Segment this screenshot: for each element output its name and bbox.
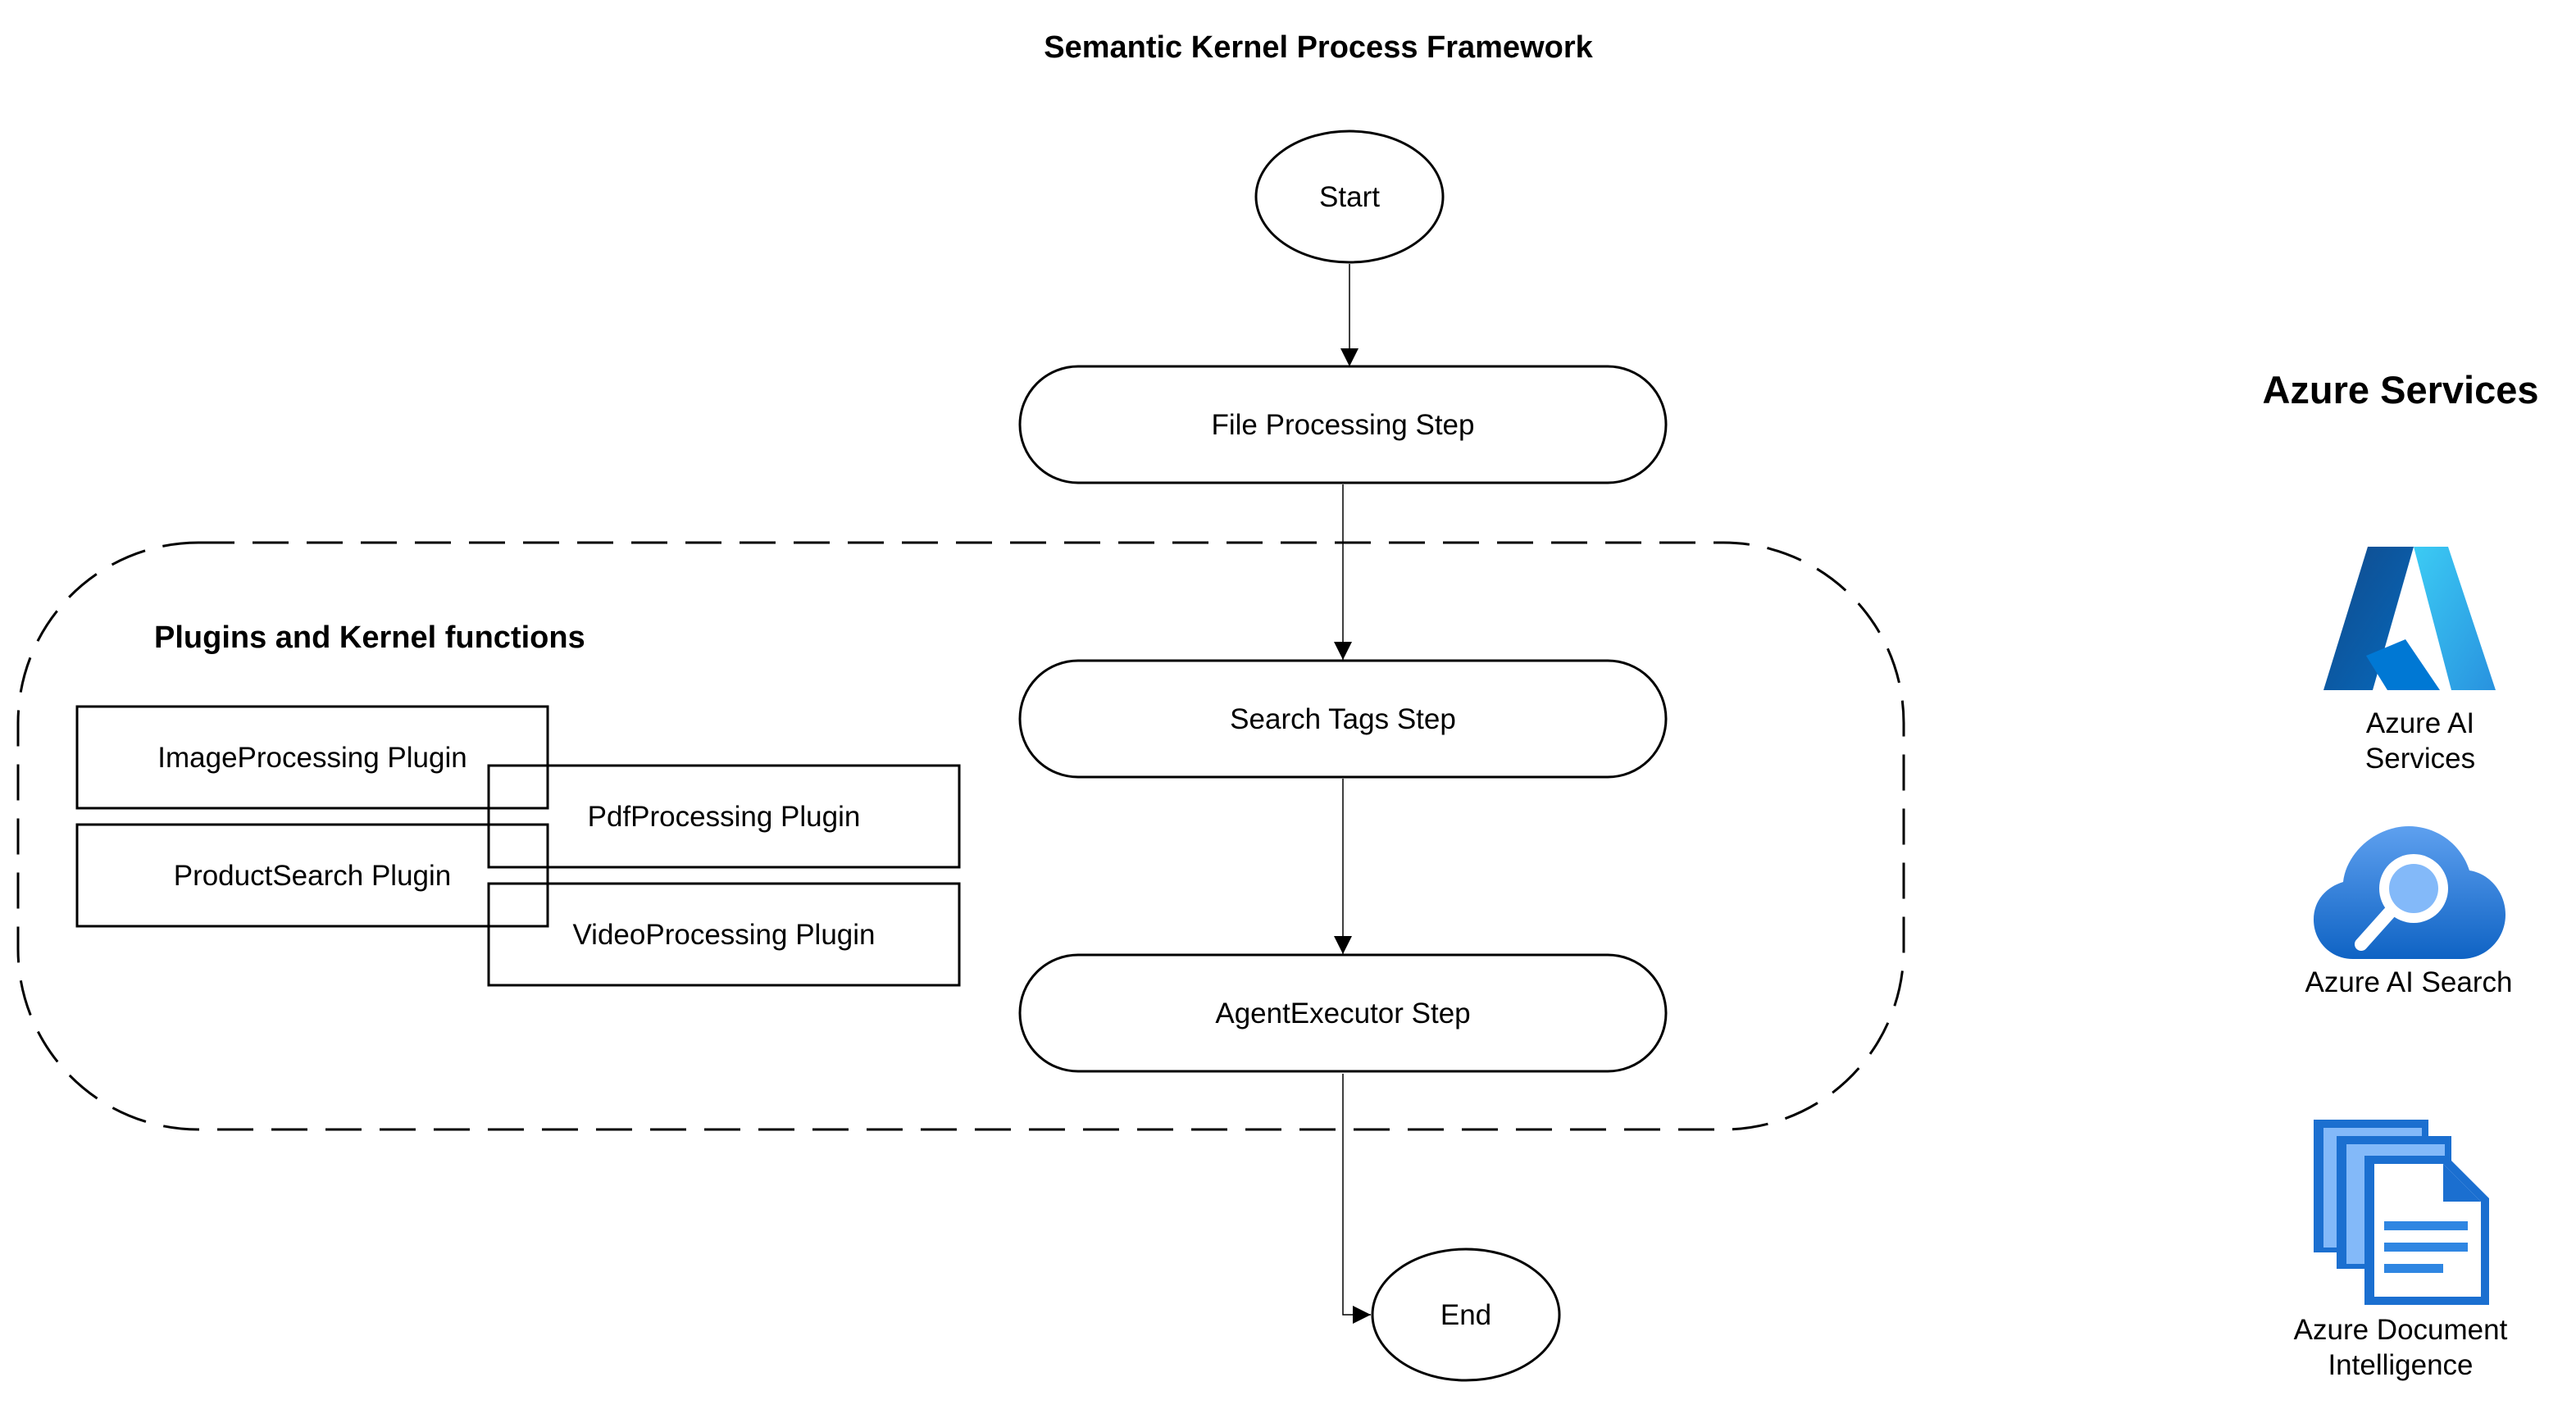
plugin-label: VideoProcessing Plugin xyxy=(572,919,875,951)
azure-document-intelligence-label-line2: Intelligence xyxy=(2328,1349,2473,1381)
start-label: Start xyxy=(1319,181,1380,213)
diagram-title: Semantic Kernel Process Framework xyxy=(1044,30,1593,65)
plugins-group-title: Plugins and Kernel functions xyxy=(154,620,585,655)
plugin-label: ProductSearch Plugin xyxy=(174,860,452,892)
azure-document-intelligence-icon xyxy=(2314,1120,2489,1305)
start-node: Start xyxy=(1254,130,1445,264)
azure-services-title: Azure Services xyxy=(2262,368,2538,411)
search-tags-step-label: Search Tags Step xyxy=(1230,703,1456,735)
plugin-box-imageprocessing: ImageProcessing Plugin xyxy=(75,705,549,810)
file-processing-step-label: File Processing Step xyxy=(1212,409,1475,441)
azure-ai-services-label-line1: Azure AI xyxy=(2366,707,2474,739)
plugin-label: PdfProcessing Plugin xyxy=(588,801,861,833)
azure-ai-services-icon xyxy=(2323,547,2496,690)
agentexecutor-step: AgentExecutor Step xyxy=(1018,953,1668,1073)
end-node: End xyxy=(1371,1248,1561,1382)
plugin-box-productsearch: ProductSearch Plugin xyxy=(75,823,549,928)
azure-ai-services-label-line2: Services xyxy=(2365,743,2475,775)
azure-ai-search-icon xyxy=(2314,826,2505,959)
plugins-group-container xyxy=(16,541,1905,1131)
edge-agent-to-end xyxy=(1342,1074,1371,1324)
agentexecutor-step-label: AgentExecutor Step xyxy=(1215,998,1470,1029)
azure-ai-search-label: Azure AI Search xyxy=(2305,966,2513,998)
plugin-box-videoprocessing: VideoProcessing Plugin xyxy=(487,882,961,987)
file-processing-step: File Processing Step xyxy=(1018,365,1668,484)
plugin-label: ImageProcessing Plugin xyxy=(157,742,467,774)
azure-document-intelligence-label-line1: Azure Document xyxy=(2294,1314,2508,1346)
plugin-box-pdfprocessing: PdfProcessing Plugin xyxy=(487,764,961,869)
search-tags-step: Search Tags Step xyxy=(1018,659,1668,779)
end-label: End xyxy=(1440,1299,1491,1331)
